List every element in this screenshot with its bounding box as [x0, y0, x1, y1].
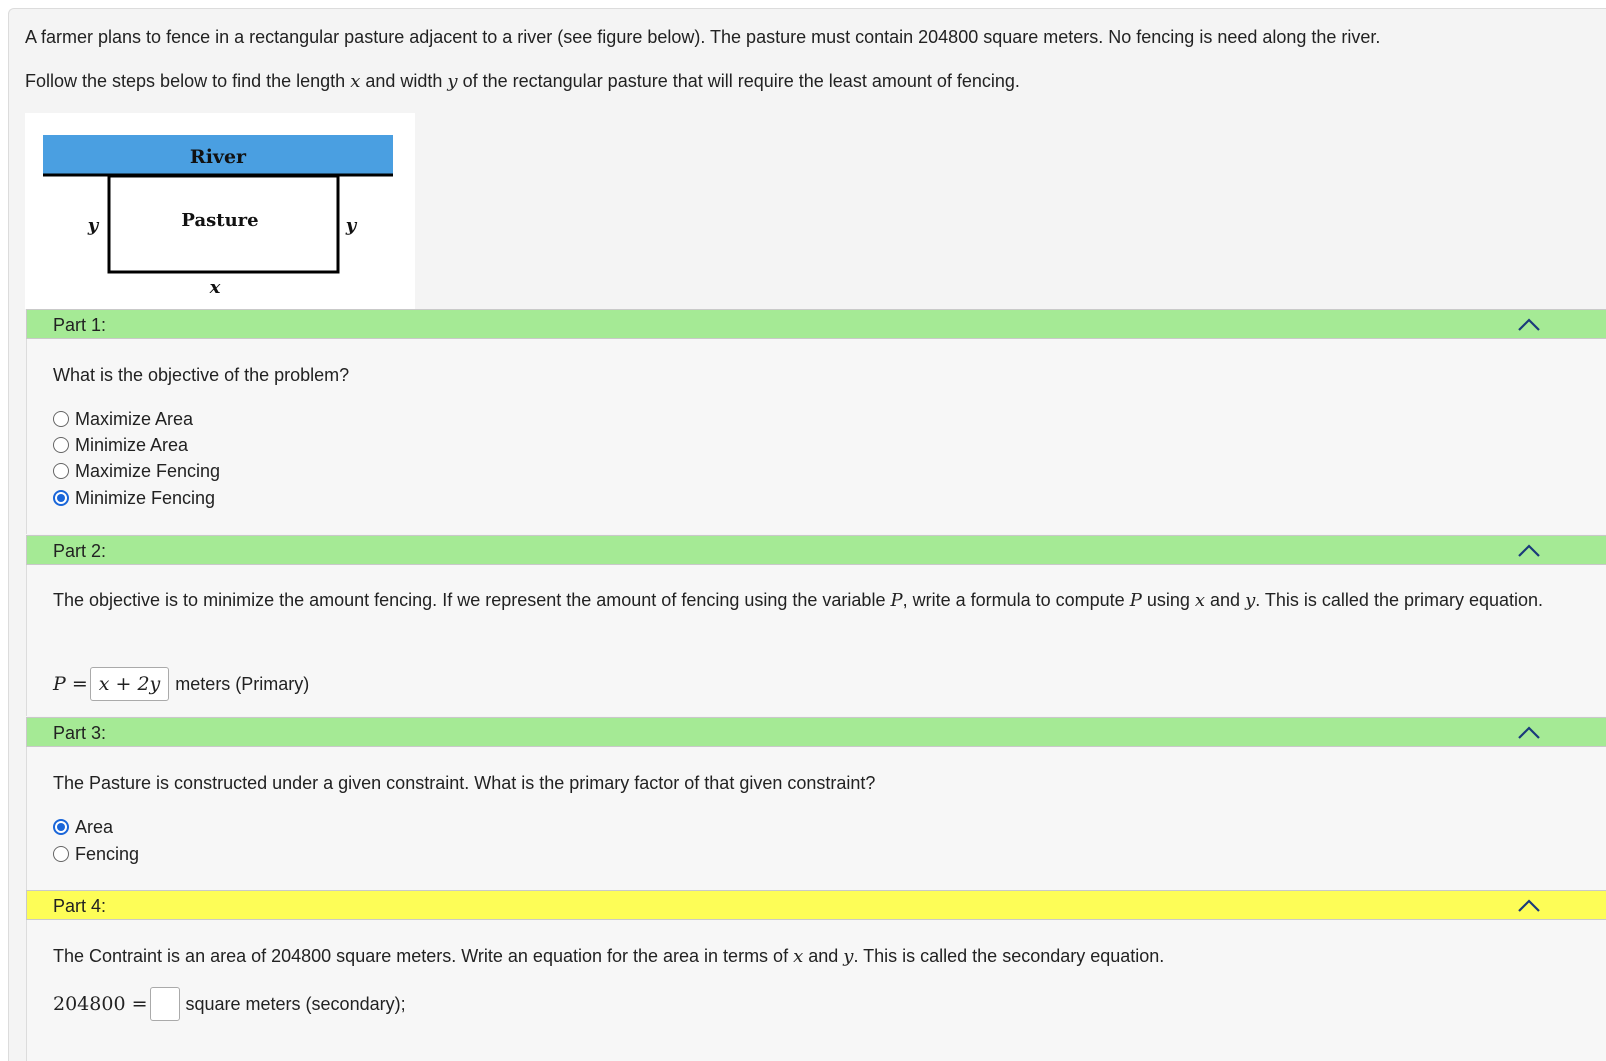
part-2-title: Part 2:: [53, 541, 107, 561]
problem-panel: A farmer plans to fence in a rectangular…: [8, 8, 1606, 1061]
bottom-side-label: x: [209, 277, 221, 298]
chevron-up-icon[interactable]: [1517, 316, 1541, 334]
option-label: Area: [75, 816, 114, 837]
instructions-text: and width: [360, 71, 448, 91]
part-2-header[interactable]: Part 2:: [26, 535, 1606, 565]
part-3-question: The Pasture is constructed under a given…: [53, 773, 876, 793]
question-text: . This is called the primary equation.: [1255, 590, 1544, 610]
radio-button[interactable]: [53, 437, 69, 453]
pasture-rect: [107, 174, 340, 274]
primary-equation-row: P = x + 2y meters (Primary): [53, 667, 309, 701]
var-P: P: [1129, 590, 1142, 611]
part-4-header[interactable]: Part 4:: [26, 890, 1606, 920]
option-label: Minimize Area: [75, 434, 189, 455]
option-label: Maximize Area: [75, 408, 194, 429]
right-side-label: y: [345, 215, 358, 236]
var-P: P: [890, 590, 903, 611]
secondary-equation-row: 204800 = square meters (secondary);: [53, 987, 406, 1021]
part-4-title: Part 4:: [53, 896, 107, 916]
chevron-up-icon[interactable]: [1517, 724, 1541, 742]
option-label: Minimize Fencing: [75, 487, 216, 508]
chevron-up-icon[interactable]: [1517, 542, 1541, 560]
instructions-text: of the rectangular pasture that will req…: [457, 71, 1020, 91]
part-1-question: What is the objective of the problem?: [53, 365, 350, 385]
part-3-body: The Pasture is constructed under a given…: [26, 747, 1606, 890]
part-3-header[interactable]: Part 3:: [26, 717, 1606, 747]
pasture-label: Pasture: [181, 210, 258, 231]
question-text: using: [1141, 590, 1195, 610]
problem-statement: A farmer plans to fence in a rectangular…: [25, 27, 1380, 48]
part-4-question: The Contraint is an area of 204800 squar…: [53, 946, 1164, 967]
left-side-label: y: [87, 215, 100, 236]
option-label: Fencing: [75, 843, 140, 864]
chevron-up-icon[interactable]: [1517, 897, 1541, 915]
primary-equation-input[interactable]: x + 2y: [89, 667, 170, 701]
question-text: , write a formula to compute: [902, 590, 1130, 610]
primary-lhs: P =: [53, 673, 88, 695]
var-x: x: [1194, 590, 1206, 611]
instructions: Follow the steps below to find the lengt…: [25, 71, 1020, 92]
option-minimize-area[interactable]: Minimize Area: [53, 432, 188, 458]
var-y: y: [447, 71, 458, 92]
secondary-equation-input[interactable]: [149, 987, 180, 1021]
radio-button-selected[interactable]: [53, 490, 69, 506]
var-x: x: [793, 946, 804, 967]
question-text: The objective is to minimize the amount …: [53, 590, 891, 610]
pasture-figure: River Pasture y y x: [25, 113, 415, 309]
var-x: x: [350, 71, 361, 92]
part-2-body: The objective is to minimize the amount …: [26, 565, 1606, 716]
part-4-body: The Contraint is an area of 204800 squar…: [26, 920, 1606, 1061]
question-text: and: [1205, 590, 1246, 610]
radio-button[interactable]: [53, 411, 69, 427]
option-maximize-area[interactable]: Maximize Area: [53, 406, 193, 432]
option-fencing[interactable]: Fencing: [53, 841, 139, 867]
secondary-units: square meters (secondary);: [185, 993, 406, 1014]
var-y: y: [1245, 590, 1256, 611]
pasture-diagram: River Pasture y y x: [43, 135, 393, 298]
radio-button-selected[interactable]: [53, 819, 69, 835]
option-area[interactable]: Area: [53, 814, 113, 840]
part-2-question: The objective is to minimize the amount …: [53, 587, 1573, 614]
question-text: and: [803, 946, 844, 966]
part-3-title: Part 3:: [53, 723, 107, 743]
part-1-body: What is the objective of the problem? Ma…: [26, 339, 1606, 534]
problem-statement-text: A farmer plans to fence in a rectangular…: [25, 27, 1381, 47]
secondary-lhs: 204800 =: [53, 993, 148, 1015]
option-label: Maximize Fencing: [75, 460, 221, 481]
primary-units: meters (Primary): [175, 673, 310, 694]
instructions-text: Follow the steps below to find the lengt…: [25, 71, 351, 91]
question-text: The Contraint is an area of 204800 squar…: [53, 946, 794, 966]
option-maximize-fencing[interactable]: Maximize Fencing: [53, 458, 220, 484]
radio-button[interactable]: [53, 846, 69, 862]
radio-button[interactable]: [53, 463, 69, 479]
part-1-header[interactable]: Part 1:: [26, 309, 1606, 339]
question-text: . This is called the secondary equation.: [853, 946, 1165, 966]
river-band: [43, 135, 393, 175]
var-y: y: [843, 946, 854, 967]
option-minimize-fencing[interactable]: Minimize Fencing: [53, 485, 215, 511]
river-label: River: [190, 146, 247, 168]
part-1-title: Part 1:: [53, 315, 107, 335]
